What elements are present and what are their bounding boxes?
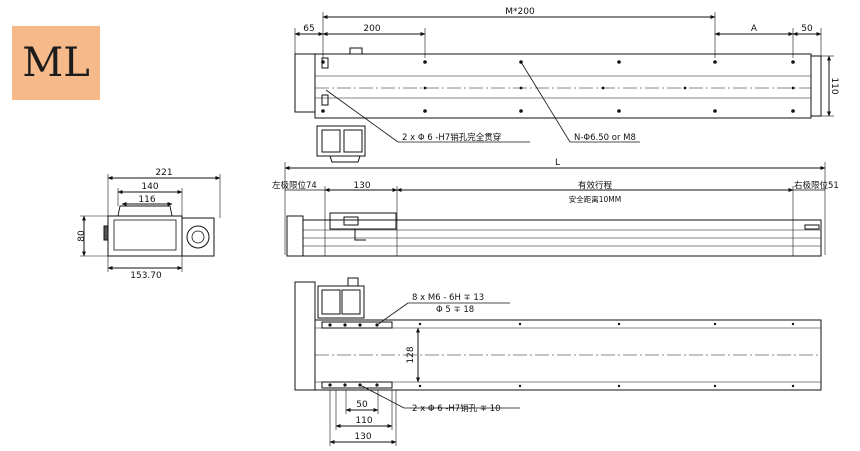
top-pin-note: 2 x Φ 6 -H7销孔完全贯穿	[402, 132, 501, 143]
top-view-body	[314, 53, 812, 119]
top-dim-50: 50	[801, 24, 813, 34]
bottom-thread-note-1: 8 x M6 - 6H ∓ 13	[412, 293, 484, 303]
bottom-view	[294, 277, 822, 446]
bottom-dim-110: 110	[355, 416, 372, 426]
top-dim-200: 200	[363, 24, 380, 34]
top-dim-110: 110	[829, 77, 839, 94]
top-holes-note: N-Φ6.50 or M8	[574, 133, 636, 143]
top-dim-65: 65	[303, 24, 314, 34]
side-right-limit: 右极限位51	[794, 180, 839, 191]
side-left-limit: 左极限位74	[272, 180, 317, 191]
model-badge-text: ML	[22, 40, 90, 86]
side-dim-l: L	[555, 158, 560, 168]
top-view	[294, 12, 834, 163]
bottom-view-end-cap	[294, 281, 316, 391]
bottom-dim-128: 128	[406, 346, 416, 363]
top-dim-a: A	[751, 24, 758, 34]
end-dim-140: 140	[141, 182, 158, 192]
side-view	[284, 162, 826, 257]
side-view-end-cap	[286, 215, 304, 257]
end-view	[80, 174, 221, 272]
bottom-view-motor	[317, 285, 365, 319]
top-view-mount-holes	[321, 60, 795, 113]
bottom-view-thread-holes	[328, 322, 795, 388]
bottom-pin-note: 2 x Φ 6 -H7销孔 ∓ 10	[412, 403, 501, 414]
end-dim-80: 80	[77, 230, 87, 242]
end-dim-153: 153.70	[130, 271, 162, 281]
top-view-end-cap	[294, 53, 316, 113]
top-dim-m200: M*200	[505, 7, 535, 17]
side-view-carriage	[329, 212, 397, 230]
end-view-motor	[181, 217, 215, 257]
bottom-dim-130: 130	[354, 432, 371, 442]
end-dim-221: 221	[155, 168, 172, 178]
end-view-motor-shaft	[186, 225, 210, 249]
side-dim-130: 130	[353, 181, 370, 191]
end-dim-116: 116	[138, 195, 155, 205]
top-view-motor	[316, 125, 366, 157]
bottom-thread-note-2: Φ 5 ∓ 18	[436, 305, 474, 315]
model-badge: ML	[12, 26, 100, 100]
side-safety-label: 安全距离10MM	[569, 194, 622, 204]
side-stroke-label: 有效行程	[578, 180, 613, 191]
bottom-dim-50: 50	[356, 400, 368, 410]
